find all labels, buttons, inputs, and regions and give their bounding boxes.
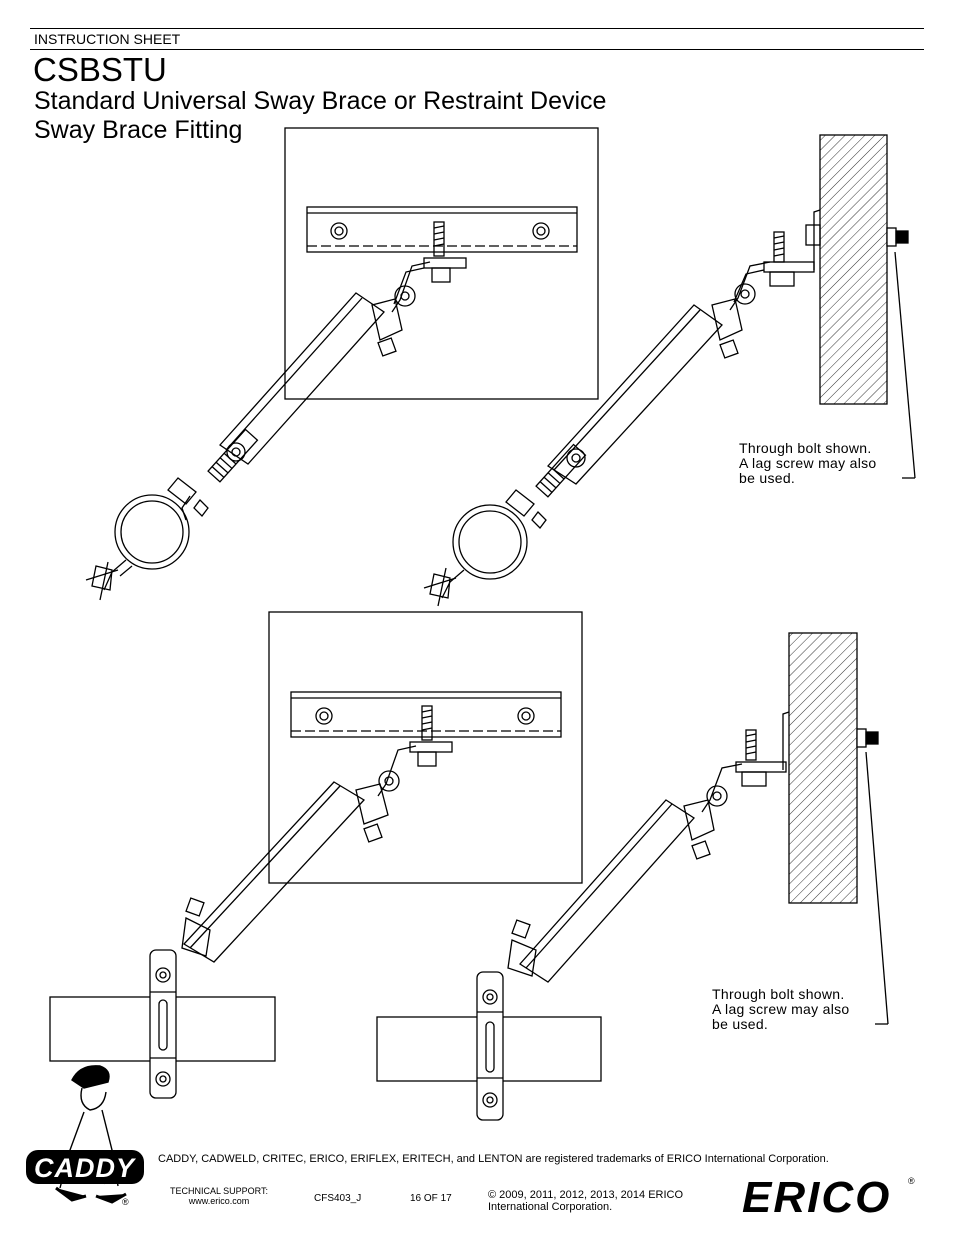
copyright-notice: © 2009, 2011, 2012, 2013, 2014 ERICO Int… xyxy=(488,1189,683,1213)
ceiling-plane xyxy=(284,127,599,400)
copyright-line: International Corporation. xyxy=(488,1201,613,1213)
document-subtitle-line-2: Sway Brace Fitting xyxy=(34,116,243,144)
page-number: 16 OF 17 xyxy=(410,1193,452,1204)
document-title: CSBSTU xyxy=(33,51,167,88)
erico-logo: ERICO xyxy=(742,1173,891,1222)
caddy-logo-text: CADDY xyxy=(34,1153,137,1183)
pipe-clamp xyxy=(114,494,190,570)
top-rule xyxy=(30,28,924,29)
trademark-notice: CADDY, CADWELD, CRITEC, ERICO, ERIFLEX, … xyxy=(158,1153,829,1165)
pipe-clamp xyxy=(452,504,528,580)
brace-pipe xyxy=(219,292,385,465)
caddy-logo xyxy=(26,1150,144,1184)
sheet-label: INSTRUCTION SHEET xyxy=(34,31,181,47)
figure-wall-rect xyxy=(376,632,889,1121)
document-number: CFS403_J xyxy=(314,1193,362,1204)
copyright-line: © 2009, 2011, 2012, 2013, 2014 ERICO xyxy=(488,1189,684,1201)
channel-strut xyxy=(306,206,578,253)
brace-pipe xyxy=(519,799,695,983)
technical-support: TECHNICAL SUPPORT: www.erico.com xyxy=(170,1186,268,1206)
header-rule xyxy=(30,49,924,50)
figure-wall-pipe xyxy=(423,134,916,607)
ceiling-plane xyxy=(268,611,583,884)
document-subtitle-line-1: Standard Universal Sway Brace or Restrai… xyxy=(34,87,607,115)
brace-pipe xyxy=(182,781,366,963)
note-line: A lag screw may also xyxy=(739,455,877,471)
figure-ceiling-rect xyxy=(49,611,583,1099)
brace-pipe xyxy=(547,304,723,485)
note-line: Through bolt shown. xyxy=(712,986,845,1002)
note-line: be used. xyxy=(712,1016,769,1032)
caddy-registered-mark: ® xyxy=(122,1197,129,1207)
through-bolt-note-top: Through bolt shown. A lag screw may also… xyxy=(739,441,877,486)
rod-attachment xyxy=(476,971,504,1121)
support-url[interactable]: www.erico.com xyxy=(188,1196,250,1206)
through-bolt-note-bottom: Through bolt shown. A lag screw may also… xyxy=(712,987,850,1032)
wall-member xyxy=(788,632,858,904)
note-line: A lag screw may also xyxy=(712,1001,850,1017)
support-label: TECHNICAL SUPPORT: xyxy=(170,1186,269,1196)
wall-member xyxy=(819,134,888,405)
figure-ceiling-pipe xyxy=(85,127,599,601)
channel-strut xyxy=(290,691,562,738)
note-line: be used. xyxy=(739,470,796,486)
note-line: Through bolt shown. xyxy=(739,440,872,456)
erico-registered-mark: ® xyxy=(908,1176,915,1186)
rod-attachment xyxy=(149,949,177,1099)
